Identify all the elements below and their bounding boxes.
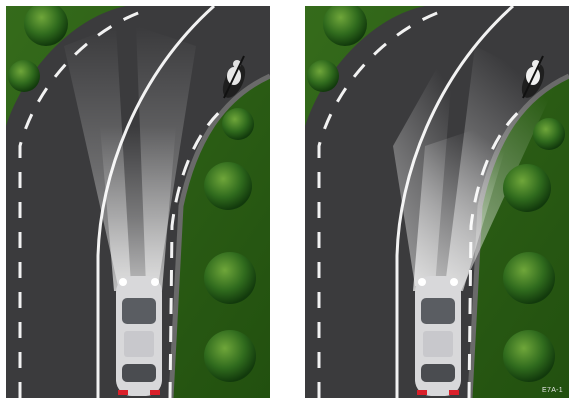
adaptive-headlight-panel: E7A-1 (305, 6, 569, 398)
tree (204, 252, 256, 304)
tree (503, 330, 555, 382)
tree (204, 330, 256, 382)
static-headlight-illustration (6, 6, 270, 398)
static-headlight-panel (6, 6, 270, 398)
image-code-label: E7A-1 (542, 387, 563, 394)
tree (222, 108, 254, 140)
car (116, 276, 162, 396)
tree (503, 252, 555, 304)
tree (533, 118, 565, 150)
tree (503, 164, 551, 212)
tree (204, 162, 252, 210)
adaptive-headlight-illustration (305, 6, 569, 398)
tree (307, 60, 339, 92)
car (415, 276, 461, 396)
tree (8, 60, 40, 92)
